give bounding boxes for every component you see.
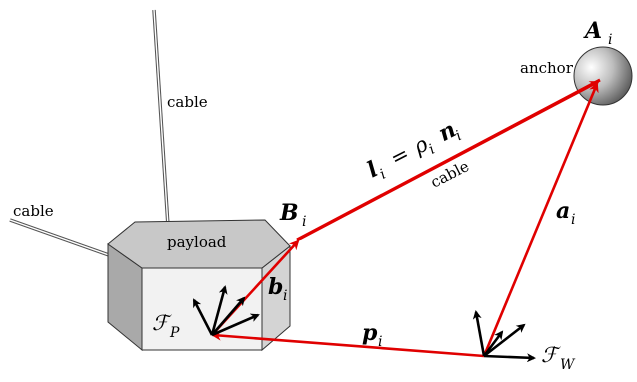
label-A-sub: i [608,32,612,48]
label-B: B [279,200,299,226]
eq-n-sub: i [453,128,464,144]
label-FW-sub: W [560,357,576,373]
vector-a [482,82,599,357]
label-FP-sub: P [169,325,180,341]
label-FW: ℱ [541,343,561,367]
eq-l-sub: i [377,167,388,183]
payload-label: payload [167,233,227,251]
eq-rho-sub: i [426,142,437,158]
label-b: b [268,274,283,300]
label-FP: ℱ [152,311,172,335]
cable-top-label: cable [167,93,208,111]
label-a-sub: i [571,212,575,228]
cable-main-label: cable [428,157,472,192]
eq-equals: = [387,141,414,170]
label-A: A [583,18,602,44]
payload-body [107,219,291,352]
cable-left-label: cable [13,202,54,220]
label-p-sub: i [378,334,382,350]
vector-p [211,330,485,358]
anchor-label: anchor [520,59,574,77]
anchor-sphere [573,46,633,106]
frame-w-axes [472,310,536,363]
vector-l [299,80,600,241]
label-p: p [362,320,378,346]
cable-top [152,9,170,227]
frame-p-axes [192,285,260,337]
label-a: a [556,198,570,224]
label-B-sub: i [302,214,306,230]
label-b-sub: i [283,288,287,304]
